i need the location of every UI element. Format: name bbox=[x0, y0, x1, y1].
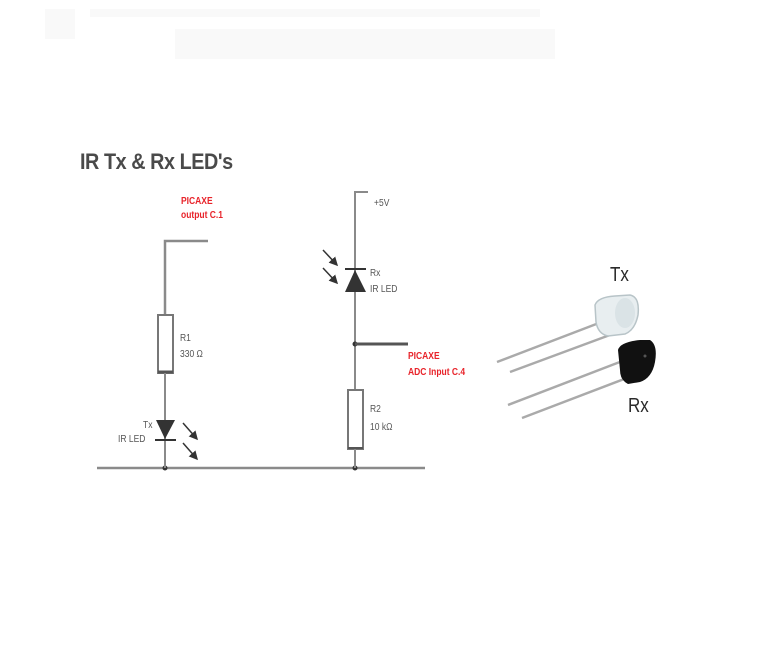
photo-rx-label: Rx bbox=[628, 395, 649, 417]
rx-led-type-label: IR LED bbox=[370, 284, 398, 295]
faded-header-artifact bbox=[45, 4, 565, 74]
rx-led-body bbox=[618, 340, 656, 384]
picaxe-output-label: PICAXE bbox=[181, 196, 213, 207]
tx-led-label: Tx bbox=[143, 420, 153, 431]
supply-label: +5V bbox=[374, 198, 390, 209]
tx-led-type-label: IR LED bbox=[118, 434, 146, 445]
picaxe-output-pin-label: output C.1 bbox=[181, 210, 224, 221]
r1-value-label: 330 Ω bbox=[180, 349, 203, 360]
picaxe-adc-pin-label: ADC Input C.4 bbox=[408, 367, 466, 378]
tx-led-body bbox=[594, 294, 640, 337]
r1-name-label: R1 bbox=[180, 333, 191, 344]
r2-name-label: R2 bbox=[370, 404, 381, 415]
photo-tx-label: Tx bbox=[610, 264, 629, 286]
page-title: IR Tx & Rx LED's bbox=[80, 149, 233, 174]
rx-led-label: Rx bbox=[370, 268, 381, 279]
r2-value-label: 10 kΩ bbox=[370, 422, 393, 433]
picaxe-adc-label: PICAXE bbox=[408, 351, 440, 362]
